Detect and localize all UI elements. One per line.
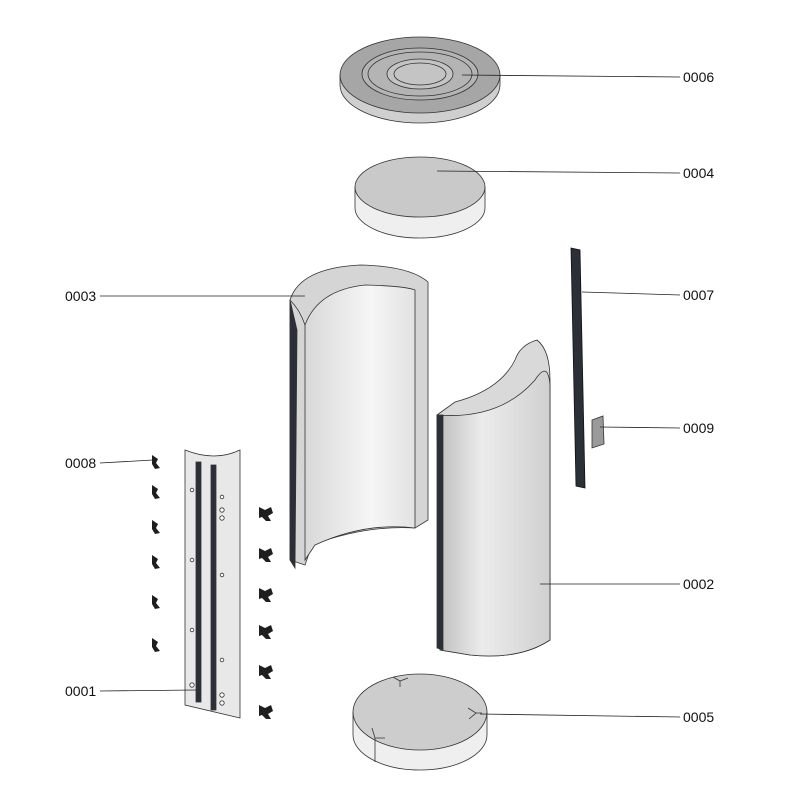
leader-0006: [461, 74, 681, 78]
part-0003-half-shell: [289, 264, 429, 570]
label-0005: 0005: [683, 709, 715, 725]
part-0008-clips: [152, 455, 273, 719]
part-0006-top-plate: [339, 36, 501, 124]
label-0001: 0001: [65, 683, 97, 699]
leader-0005: [479, 713, 681, 718]
label-0007: 0007: [683, 287, 715, 303]
clip: [152, 520, 160, 534]
part-0005-bottom-disk: [352, 673, 488, 771]
clip: [152, 555, 160, 569]
part-0007-strip: [570, 247, 586, 489]
label-0003: 0003: [65, 288, 97, 304]
clip: [259, 588, 273, 602]
clip: [259, 705, 273, 719]
part-0004-disk: [354, 156, 486, 239]
leader-lines: [99, 74, 681, 718]
label-0009: 0009: [683, 420, 715, 436]
part-0009-plate: [591, 415, 605, 449]
leader-0008: [99, 459, 154, 464]
clip: [259, 507, 273, 521]
label-0004: 0004: [683, 165, 715, 181]
clip: [259, 665, 273, 679]
clip: [259, 548, 273, 562]
clip: [152, 485, 160, 499]
part-0001-rail: [184, 449, 241, 719]
leader-0004: [436, 170, 681, 174]
leader-0009: [599, 426, 681, 429]
label-0008: 0008: [65, 455, 97, 471]
clip: [259, 625, 273, 639]
clip: [152, 638, 160, 652]
clip: [152, 455, 160, 469]
label-0006: 0006: [683, 69, 715, 85]
part-0002-half-shell: [436, 339, 551, 657]
leader-0007: [581, 291, 681, 296]
clip: [152, 595, 160, 609]
label-0002: 0002: [683, 576, 715, 592]
leader-0001: [99, 689, 197, 692]
